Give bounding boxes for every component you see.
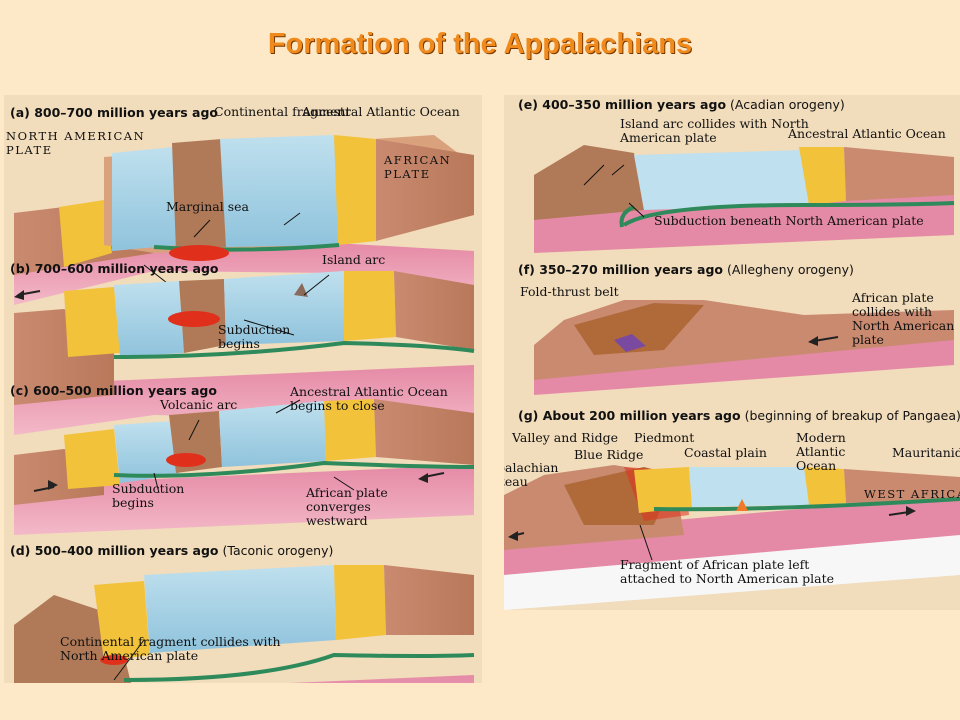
label-appalachian-plateau: Appalachian Plateau <box>504 460 559 489</box>
diagram-panel-left: (a) 800–700 million years ago Continenta… <box>4 95 482 683</box>
label-fold-thrust-belt: Fold-thrust belt <box>520 284 619 299</box>
section-d-drawing <box>14 565 475 683</box>
label-mauritanides: Mauritanides <box>892 445 960 460</box>
label-ocean-begins-to-close: Ancestral Atlantic Ocean begins to close <box>290 384 448 413</box>
section-a-drawing <box>14 135 474 305</box>
label-island-arc: Island arc <box>322 252 386 267</box>
label-african-plate: AFRICAN PLATE <box>384 153 452 181</box>
step-f-title: (f) 350–270 million years ago (Allegheny… <box>518 262 854 277</box>
label-north-american-plate: NORTH AMERICAN PLATE <box>6 129 146 157</box>
slide-title: Formation of the Appalachians <box>267 28 693 60</box>
label-west-africa: WEST AFRICA <box>864 487 960 501</box>
label-fragment-left-attached: Fragment of African plate left attached … <box>620 557 834 586</box>
section-g-drawing <box>504 465 960 610</box>
label-fragment-collides: Continental fragment collides with North… <box>60 634 281 663</box>
label-continental-fragment: Continental fragment <box>214 104 351 119</box>
diagram-panel-right: (e) 400–350 million years ago (Acadian o… <box>504 95 960 610</box>
section-c-drawing <box>14 399 475 535</box>
label-valley-and-ridge: Valley and Ridge <box>512 430 619 445</box>
label-subduction-beneath: Subduction beneath North American plate <box>654 213 924 228</box>
section-b-drawing <box>14 271 475 435</box>
label-african-plate-collides: African plate collides with North Americ… <box>852 290 955 347</box>
step-c-title: (c) 600–500 million years ago <box>10 383 217 398</box>
label-subduction-begins-c: Subduction begins <box>112 481 185 510</box>
label-volcanic-arc: Volcanic arc <box>160 397 238 412</box>
label-island-arc-collides: Island arc collides with North American … <box>620 116 809 145</box>
label-subduction-begins-b: Subduction begins <box>218 322 291 351</box>
label-ancestral-atlantic-e: Ancestral Atlantic Ocean <box>788 126 946 141</box>
label-modern-atlantic: Modern Atlantic Ocean <box>796 430 846 473</box>
label-coastal-plain: Coastal plain <box>684 445 767 460</box>
step-d-title: (d) 500–400 million years ago (Taconic o… <box>10 543 334 558</box>
step-g-title: (g) About 200 million years ago (beginni… <box>518 408 960 423</box>
cross-section-drawings-right <box>504 145 960 610</box>
label-ancestral-atlantic-a: Ancestral Atlantic Ocean <box>302 104 460 119</box>
label-blue-ridge: Blue Ridge <box>574 447 644 462</box>
step-e-title: (e) 400–350 million years ago (Acadian o… <box>518 97 845 112</box>
label-african-plate-converges: African plate converges westward <box>306 485 388 528</box>
section-e-drawing <box>534 145 955 253</box>
label-marginal-sea: Marginal sea <box>166 199 249 214</box>
step-b-title: (b) 700–600 million years ago <box>10 261 219 276</box>
cross-section-drawings-left <box>14 135 475 683</box>
step-a-title: (a) 800–700 million years ago <box>10 105 218 120</box>
section-f-drawing <box>534 300 954 395</box>
label-piedmont: Piedmont <box>634 430 695 445</box>
